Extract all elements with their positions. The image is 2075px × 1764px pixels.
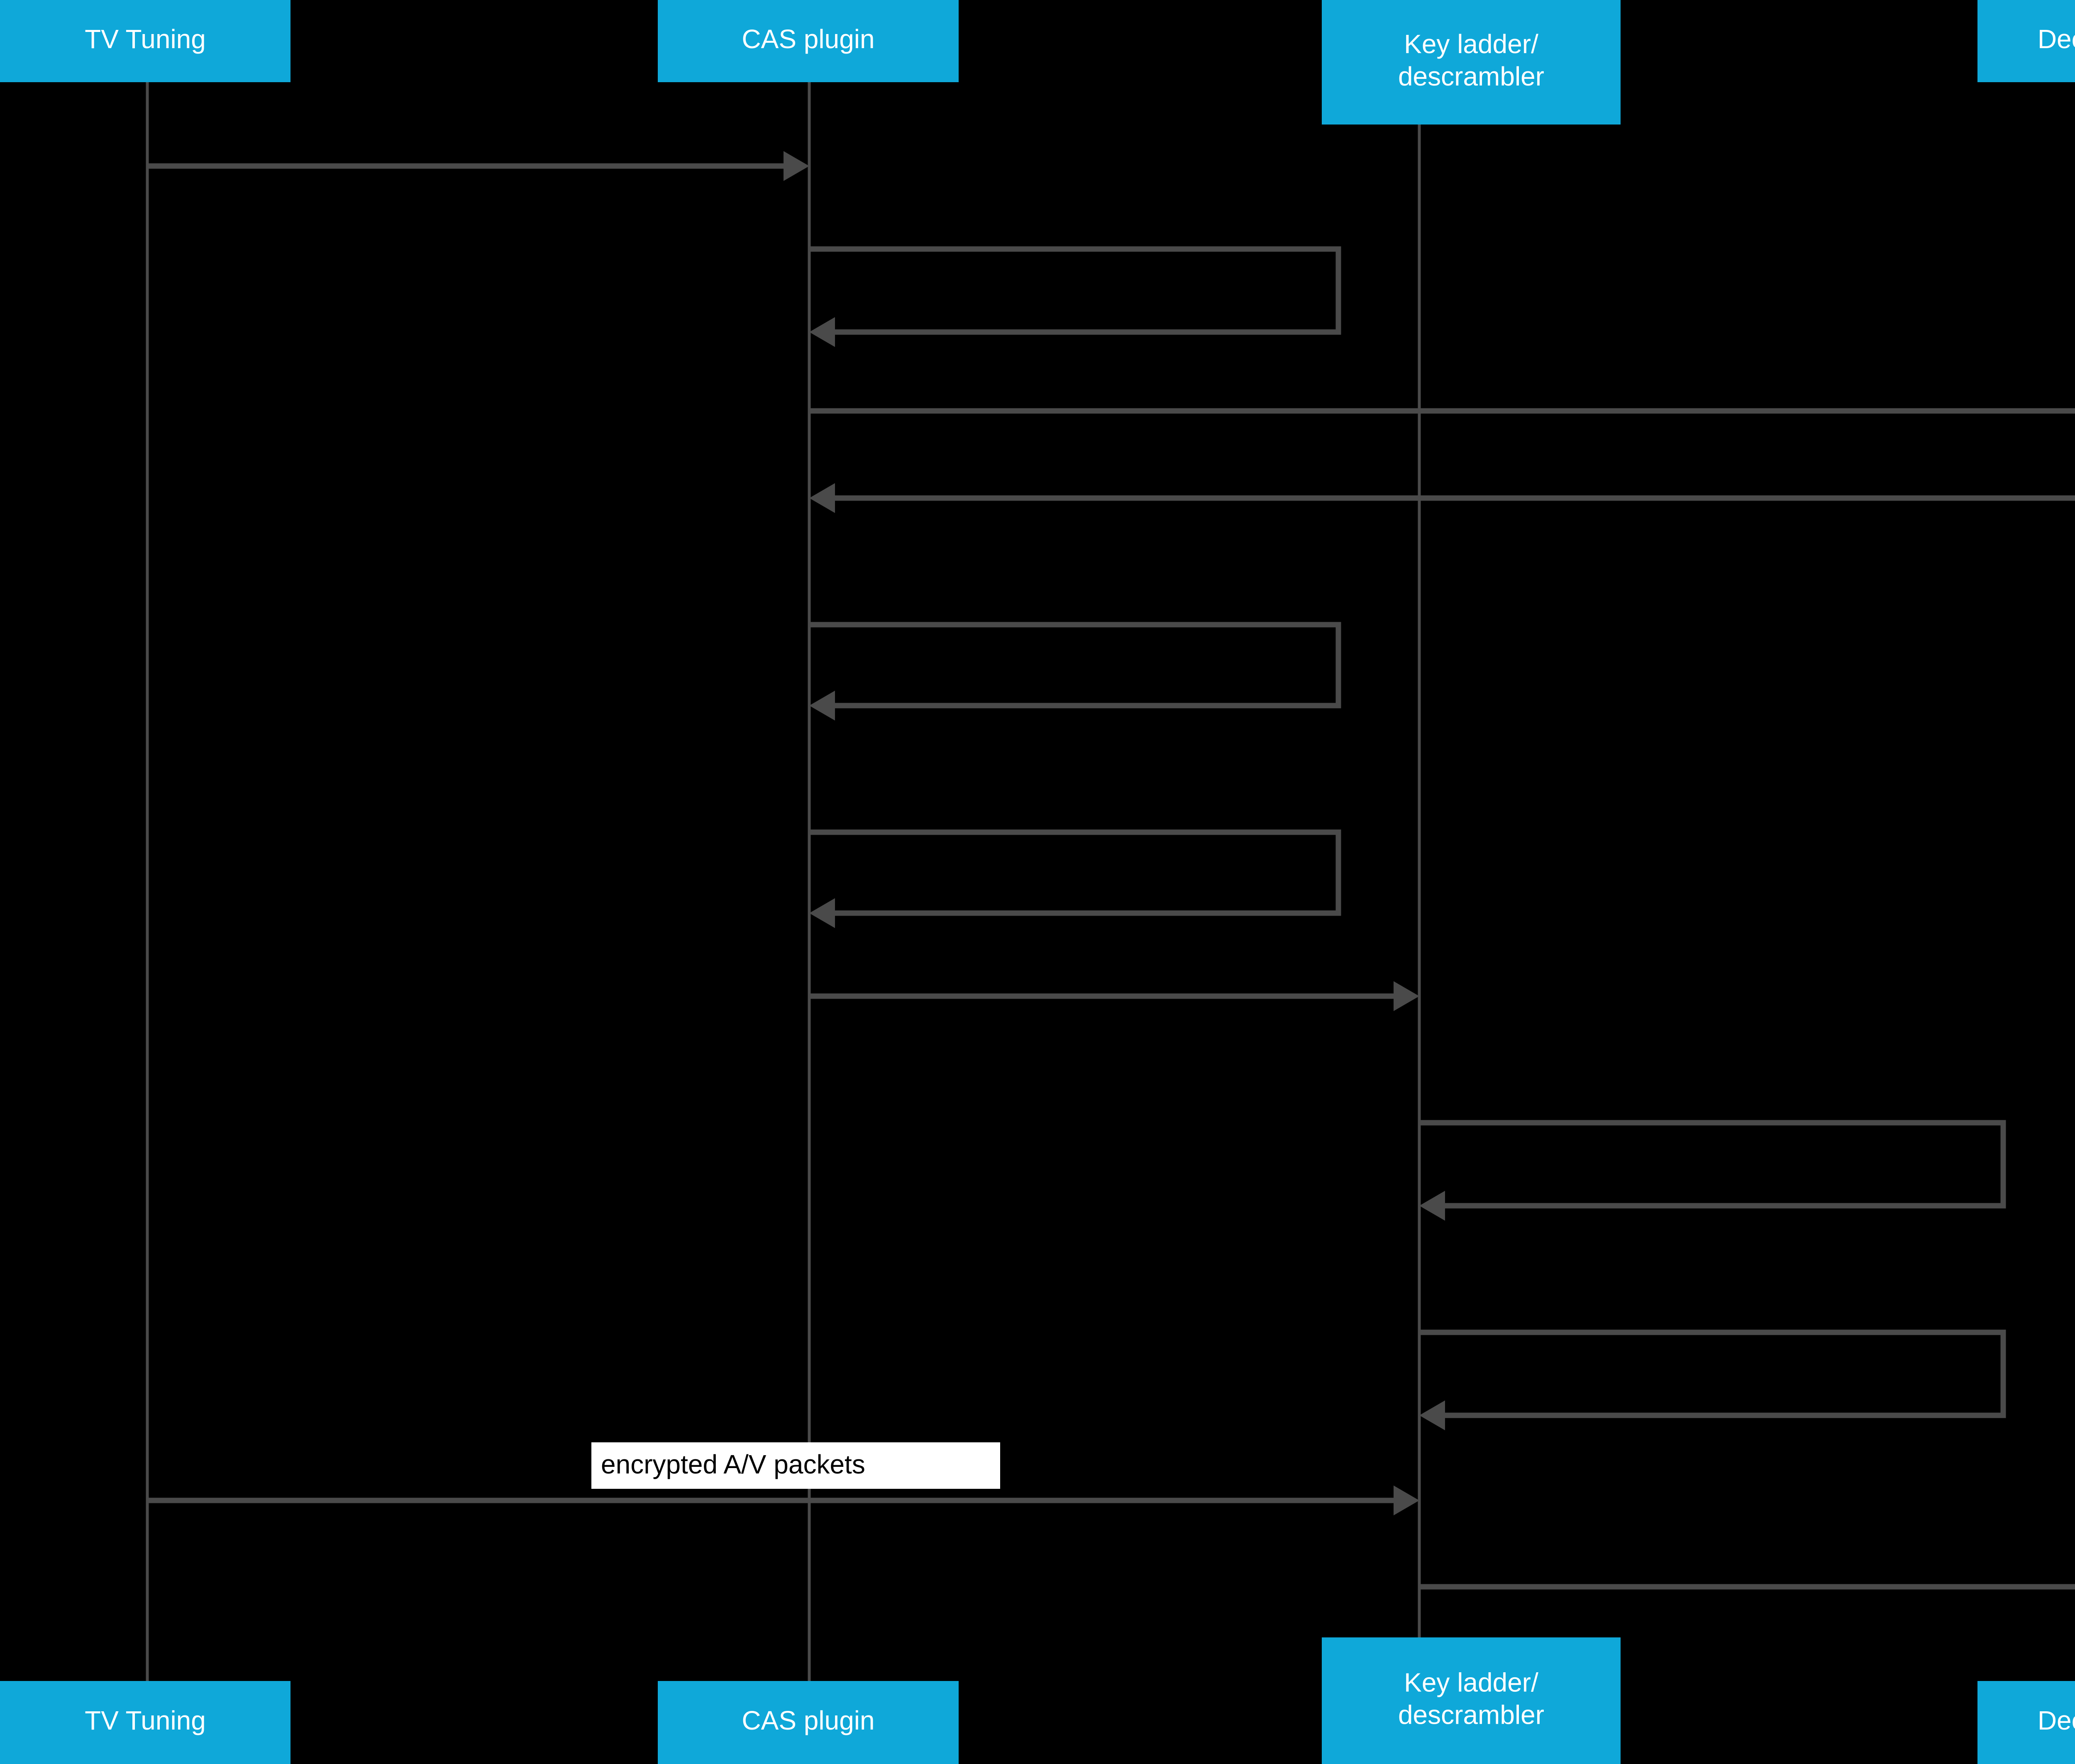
participant-foot-cas-plugin[interactable]: CAS plugin xyxy=(658,1681,959,1764)
message-m6[interactable] xyxy=(809,829,1341,928)
participant-box-decode-display xyxy=(1977,1681,2075,1764)
participant-label-decode-display: Decode, display xyxy=(2038,24,2075,54)
arrow-head xyxy=(809,483,835,513)
participant-head-key-ladder[interactable]: Key ladder/descrambler xyxy=(1322,0,1621,125)
participant-box-tv-tuning xyxy=(0,1681,290,1764)
arrow-head xyxy=(809,317,835,347)
message-m3[interactable] xyxy=(809,396,2075,426)
message-m9[interactable] xyxy=(1419,1329,2006,1430)
participant-box-decode-display xyxy=(1977,0,2075,82)
message-m1[interactable] xyxy=(147,151,809,181)
message-label-m10: encrypted A/V packets xyxy=(591,1442,1000,1489)
lifelines-layer xyxy=(146,82,1421,1681)
participant-foot-key-ladder[interactable]: Key ladder/descrambler xyxy=(1322,1637,1621,1764)
self-message-path xyxy=(809,246,1341,335)
arrow-head xyxy=(1394,981,1419,1011)
participant-foot-decode-display[interactable]: Decode, display xyxy=(1977,1681,2075,1764)
participant-label-key-ladder: descrambler xyxy=(1398,61,1544,91)
messages-layer xyxy=(147,151,2075,1602)
participant-box-tv-tuning xyxy=(0,0,290,82)
participant-box-key-ladder xyxy=(1322,0,1621,125)
participant-label-key-ladder: descrambler xyxy=(1398,1700,1544,1730)
participant-foot-tv-tuning[interactable]: TV Tuning xyxy=(0,1681,290,1764)
participant-head-tv-tuning[interactable]: TV Tuning xyxy=(0,0,290,82)
message-m10[interactable] xyxy=(147,1485,1419,1515)
participant-head-cas-plugin[interactable]: CAS plugin xyxy=(658,0,959,82)
message-label-background xyxy=(591,1442,1000,1489)
message-m5[interactable] xyxy=(809,622,1341,721)
participant-label-key-ladder: Key ladder/ xyxy=(1404,1667,1538,1697)
self-message-path xyxy=(1419,1120,2006,1209)
participant-label-tv-tuning: TV Tuning xyxy=(85,24,206,54)
arrow-head xyxy=(1394,1485,1419,1515)
message-label-text: encrypted A/V packets xyxy=(601,1449,865,1479)
message-labels-layer: encrypted A/V packets xyxy=(591,1442,1000,1489)
participant-box-key-ladder xyxy=(1322,1637,1621,1764)
participant-box-cas-plugin xyxy=(658,1681,959,1764)
participant-label-decode-display: Decode, display xyxy=(2038,1705,2075,1735)
message-m2[interactable] xyxy=(809,246,1341,347)
arrow-head xyxy=(1419,1191,1445,1221)
self-message-path xyxy=(809,622,1341,709)
self-message-path xyxy=(809,829,1341,916)
participant-label-tv-tuning: TV Tuning xyxy=(85,1705,206,1735)
message-m11[interactable] xyxy=(1419,1572,2075,1602)
arrow-head xyxy=(1419,1400,1445,1430)
participant-head-decode-display[interactable]: Decode, display xyxy=(1977,0,2075,82)
message-m7[interactable] xyxy=(809,981,1419,1011)
self-message-path xyxy=(1419,1329,2006,1418)
participant-label-key-ladder: Key ladder/ xyxy=(1404,29,1538,59)
arrow-head xyxy=(809,898,835,928)
message-m4[interactable] xyxy=(809,483,2075,513)
message-m8[interactable] xyxy=(1419,1120,2006,1221)
arrow-head xyxy=(809,691,835,721)
participant-label-cas-plugin: CAS plugin xyxy=(742,1705,874,1735)
participant-label-cas-plugin: CAS plugin xyxy=(742,24,874,54)
arrow-head xyxy=(784,151,809,181)
participant-box-cas-plugin xyxy=(658,0,959,82)
